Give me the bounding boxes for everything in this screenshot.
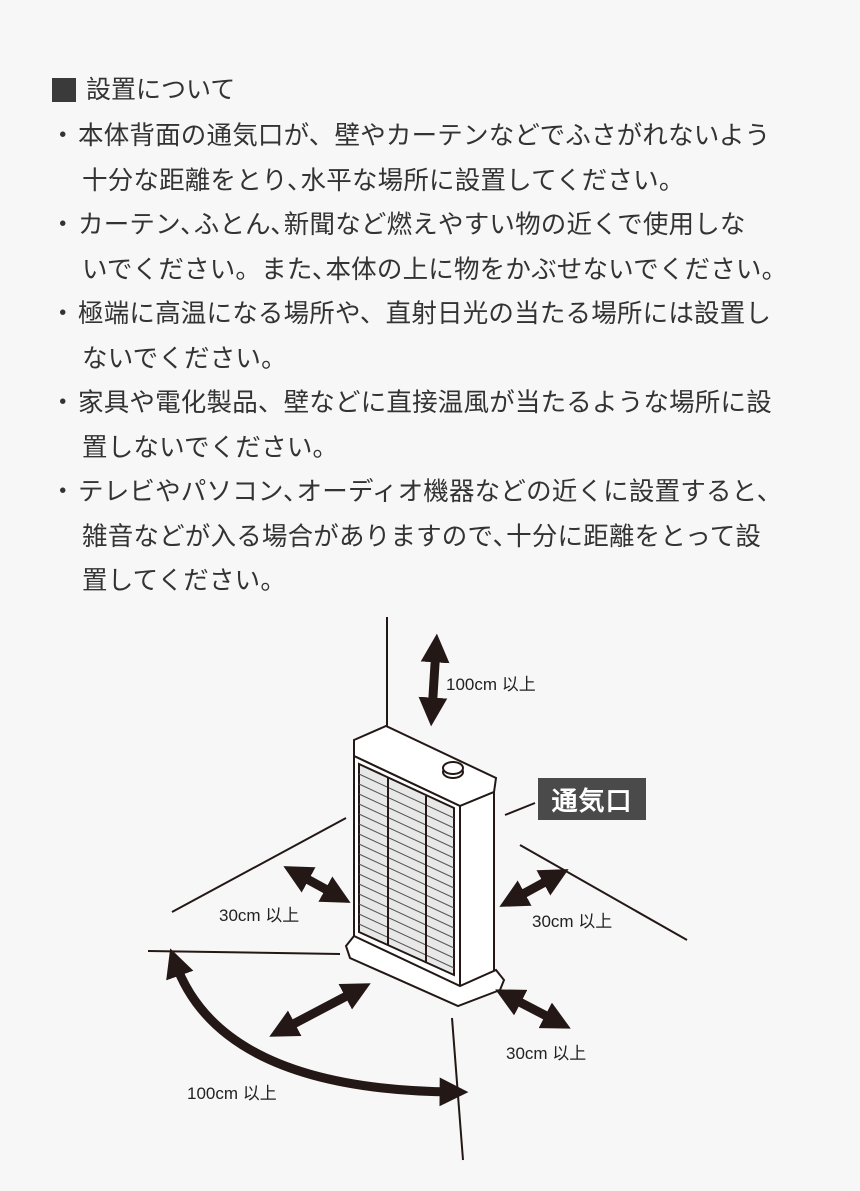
- heater-grille-lines: [358, 773, 455, 969]
- note-line: テレビやパソコン､オーディオ機器などの近くに設置すると､: [78, 477, 771, 507]
- bullet-dot: ・: [50, 299, 76, 329]
- note-line: カーテン､ふとん､新聞など燃えやすい物の近くで使用しな: [78, 210, 746, 240]
- vent-callout-label: 通気口: [538, 778, 646, 820]
- right-arrow: [499, 869, 569, 907]
- note-line: 本体背面の通気口が、壁やカーテンなどでふさがれないよう: [78, 121, 771, 151]
- right-clearance-label: 30cm 以上: [532, 912, 613, 931]
- front-clearance-label: 100cm 以上: [187, 1084, 277, 1103]
- list-item: ・ 極端に高温になる場所や、直射日光の当たる場所には設置し ないでください。: [50, 292, 840, 381]
- front-left-arrow: [269, 983, 371, 1037]
- left-clearance-label: 30cm 以上: [219, 906, 300, 925]
- note-line: 家具や電化製品、壁などに直接温風が当たるような場所に設: [78, 388, 772, 418]
- note-line: 置してください。: [82, 566, 287, 596]
- clearance-arrows: [166, 633, 571, 1107]
- list-item: ・ テレビやパソコン､オーディオ機器などの近くに設置すると､ 雑音などが入る場合…: [50, 470, 840, 604]
- list-item: ・ カーテン､ふとん､新聞など燃えやすい物の近くで使用しな いでください。また､…: [50, 203, 840, 292]
- top-arrow: [418, 633, 450, 727]
- note-line: 置しないでください。: [82, 432, 339, 463]
- list-item: ・ 本体背面の通気口が、壁やカーテンなどでふさがれないよう 十分な距離をとり､水…: [50, 114, 840, 203]
- front-curved-arrow: [166, 948, 469, 1107]
- bullet-dot: ・: [50, 121, 76, 151]
- note-line: ないでください。: [82, 343, 287, 374]
- note-line: 雑音などが入る場合がありますので､十分に距離をとって設: [82, 521, 762, 552]
- top-clearance-label: 100cm 以上: [446, 675, 536, 694]
- left-arrow: [283, 866, 351, 903]
- bullet-dot: ・: [50, 388, 76, 418]
- knob-icon: [442, 761, 464, 779]
- note-line: 十分な距離をとり､水平な場所に設置してください。: [82, 165, 685, 196]
- section-heading: 設置について: [52, 72, 235, 108]
- front-right-arrow: [495, 989, 571, 1029]
- square-bullet-icon: [52, 78, 76, 102]
- section-title: 設置について: [86, 75, 236, 104]
- list-item: ・ 家具や電化製品、壁などに直接温風が当たるような場所に設 置しないでください。: [50, 381, 840, 470]
- note-line: いでください。また､本体の上に物をかぶせないでください。: [82, 254, 788, 285]
- note-line: 極端に高温になる場所や、直射日光の当たる場所には設置し: [78, 299, 772, 329]
- front-right-clearance-label: 30cm 以上: [506, 1044, 587, 1063]
- bullet-dot: ・: [50, 477, 76, 507]
- installation-notes-list: ・ 本体背面の通気口が、壁やカーテンなどでふさがれないよう 十分な距離をとり､水…: [50, 114, 840, 604]
- bullet-dot: ・: [50, 210, 76, 240]
